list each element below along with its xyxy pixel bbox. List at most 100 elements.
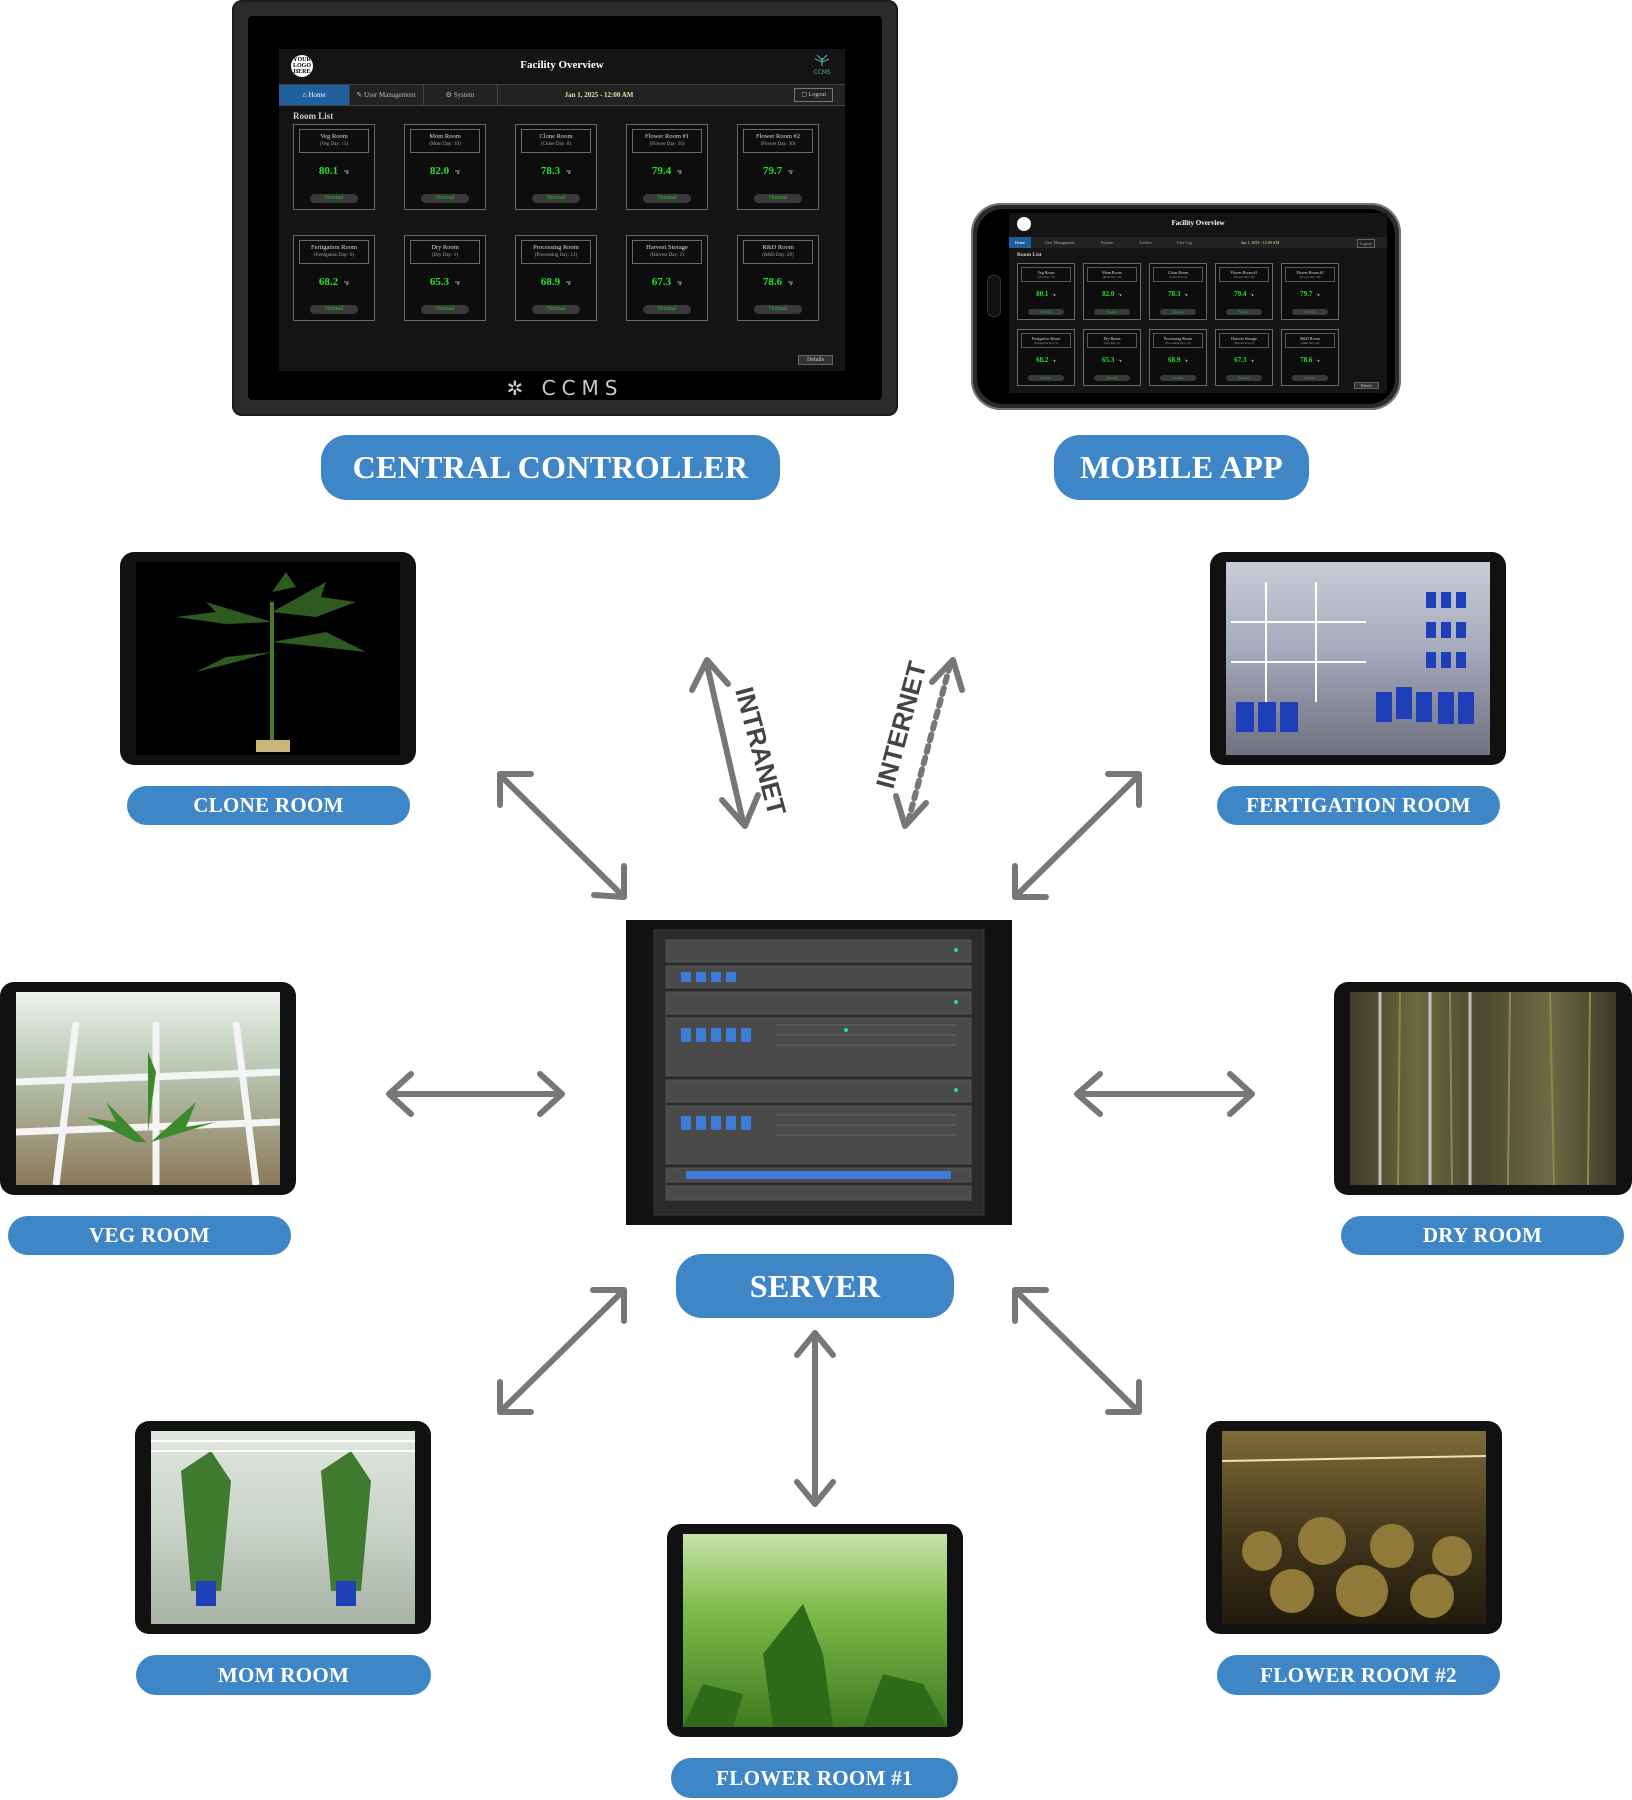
room-day: (R&D Day: 20): [762, 253, 794, 258]
temperature-unit: °F: [344, 282, 350, 287]
phone-room-temperature: 78.6°F: [1282, 356, 1338, 364]
room-name: Mom Room: [429, 133, 461, 140]
details-button[interactable]: Details: [798, 355, 833, 365]
phone-temperature-value: 79.4: [1234, 290, 1247, 298]
room-card[interactable]: R&D Room (R&D Day: 20) 78.6°F Normal: [737, 235, 819, 321]
phone-room-name: R&D Room: [1300, 336, 1320, 341]
temperature-unit: °F: [455, 282, 461, 287]
phone-room-card[interactable]: Processing Room(Processing Day: 12)68.9°…: [1149, 329, 1207, 386]
phone-room-day: (Flower Day: 30): [1299, 275, 1321, 279]
home-icon: ⌂: [302, 91, 309, 99]
intranet-arrow: [689, 657, 761, 829]
temperature-value: 67.3: [651, 276, 672, 288]
phone-room-day: (Fertigation Day: 6): [1034, 341, 1058, 345]
dry-room-label: DRY ROOM: [1341, 1216, 1624, 1255]
room-name: R&D Room: [762, 244, 794, 251]
phone-temperature-unit: °F: [1316, 359, 1320, 363]
phone-details-button[interactable]: Details: [1353, 382, 1379, 389]
phone-room-name: Fertigation Room: [1031, 336, 1061, 341]
clone-room-label: CLONE ROOM: [127, 786, 410, 825]
phone-room-name: Veg Room: [1037, 270, 1055, 275]
logo-badge: YOUR LOGO HERE: [291, 55, 313, 77]
temperature-unit: °F: [788, 282, 794, 287]
phone-temperature-unit: °F: [1184, 293, 1188, 297]
tab-system[interactable]: ⚙ System: [423, 85, 498, 105]
tab-home[interactable]: ⌂ Home: [279, 85, 350, 105]
phone-temperature-unit: °F: [1118, 359, 1122, 363]
room-name: Veg Room: [320, 133, 348, 140]
status-badge: Normal: [754, 305, 802, 314]
room-card-header: Processing Room(Processing Day: 12): [521, 240, 591, 264]
phone-tab-user-log[interactable]: User Log: [1177, 240, 1192, 245]
phone-room-card-header: Flower Room #2(Flower Day: 30): [1285, 267, 1335, 282]
phone-tab-user-management[interactable]: User Management: [1045, 240, 1075, 245]
phone-temperature-value: 82.0: [1102, 290, 1115, 298]
phone-status-badge: Normal: [1292, 309, 1328, 315]
veg-room-image: [15, 992, 281, 1186]
room-temperature: 79.4°F: [627, 165, 707, 177]
room-temperature: 78.6°F: [738, 276, 818, 288]
status-badge: Normal: [310, 194, 358, 203]
phone-temperature-value: 68.2: [1036, 356, 1049, 364]
wrench-icon: ⚙: [445, 91, 454, 99]
server-rack: [626, 920, 1012, 1225]
room-card[interactable]: Processing Room(Processing Day: 12) 68.9°…: [515, 235, 597, 321]
room-day: (Fertigation Day: 6): [314, 253, 354, 258]
phone-room-name: Flower Room #1: [1230, 270, 1258, 275]
phone-room-temperature: 79.4°F: [1216, 290, 1272, 298]
phone-temperature-value: 67.3: [1234, 356, 1247, 364]
phone-room-day: (Veg Day: 15): [1037, 275, 1055, 279]
camera-icon: [987, 275, 1001, 317]
room-temperature: 68.9°F: [516, 276, 596, 288]
phone-room-card[interactable]: Fertigation Room(Fertigation Day: 6) 68.2…: [1017, 329, 1075, 386]
phone-temperature-unit: °F: [1250, 359, 1254, 363]
phone-nav-bar: Home User Management System Archive User…: [1009, 237, 1387, 248]
room-day: (Clone Day: 8): [541, 142, 571, 147]
bottom-brand: ✲ CCMS: [232, 376, 898, 400]
phone-status-badge: Normal: [1094, 309, 1130, 315]
flower-room-2-arrow: [1012, 1287, 1142, 1415]
phone-screen: Facility Overview Home User Management S…: [1009, 213, 1387, 393]
tab-user-management[interactable]: ✎ User Management: [349, 85, 424, 105]
room-card[interactable]: Fertigation Room(Fertigation Day: 6)68.2…: [293, 235, 375, 321]
phone-room-day: (Mom Day: 10): [1102, 275, 1122, 279]
phone-room-name: Dry Room: [1103, 336, 1121, 341]
temperature-value: 65.3: [429, 276, 450, 288]
phone-room-name: Processing Room: [1163, 336, 1193, 341]
temperature-unit: °F: [566, 282, 572, 287]
phone-logout-button[interactable]: Logout: [1357, 239, 1375, 248]
room-day: (Veg Day: 15): [319, 142, 349, 147]
room-temperature: 67.3°F: [627, 276, 707, 288]
phone-tab-archive[interactable]: Archive: [1139, 240, 1152, 245]
flower-room-2-photo: [1206, 1421, 1502, 1634]
controller-screen: YOUR LOGO HERE Facility Overview CCMS ⌂ …: [279, 49, 845, 371]
phone-room-day: (Dry Day: 1): [1104, 341, 1120, 345]
temperature-value: 79.4: [651, 165, 672, 177]
phone-tab-home[interactable]: Home: [1009, 237, 1031, 248]
phone-room-name: Flower Room #2: [1296, 270, 1324, 275]
phone-room-card-header: Veg Room(Veg Day: 15): [1021, 267, 1071, 282]
room-day: (Harvest Day: 2): [650, 253, 684, 258]
logout-button[interactable]: ▢ Logout: [794, 88, 833, 102]
status-badge: Normal: [421, 194, 469, 203]
temperature-unit: °F: [455, 171, 461, 176]
room-card-header: Flower Room #2(Flower Day: 30): [743, 129, 813, 153]
phone-tab-system[interactable]: System: [1101, 240, 1113, 245]
room-card-header: Harvest Storage(Harvest Day: 2): [632, 240, 702, 264]
server-label: SERVER: [676, 1254, 954, 1318]
